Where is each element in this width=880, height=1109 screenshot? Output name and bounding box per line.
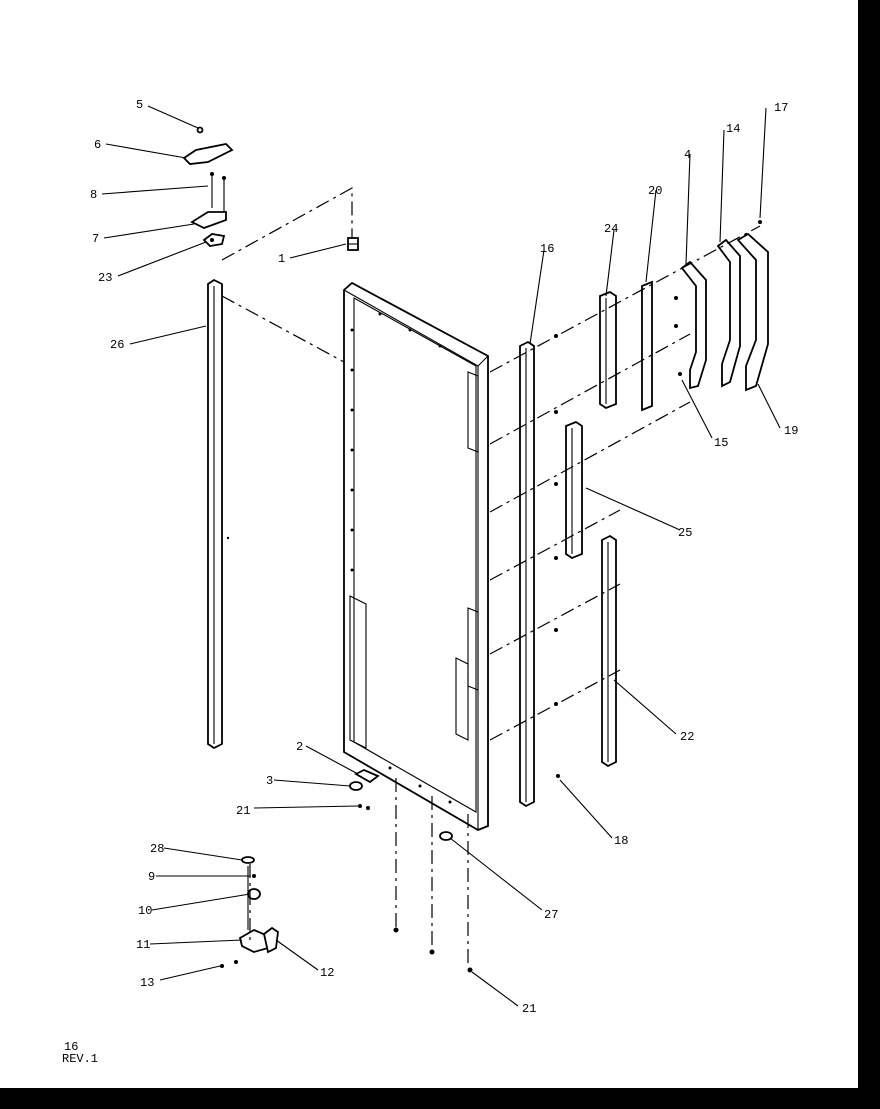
scan-border-bottom [0, 1088, 880, 1109]
callout-20: 20 [648, 184, 662, 198]
callout-18: 18 [614, 834, 628, 848]
callout-2: 2 [296, 740, 303, 754]
trim-part-20 [641, 280, 653, 412]
scan-border-right [858, 0, 880, 1109]
callout-5: 5 [136, 98, 143, 112]
hinge-strip-16 [519, 340, 535, 808]
callout-25: 25 [678, 526, 692, 540]
trim-part-24 [599, 290, 617, 410]
alignment-lines [221, 225, 761, 968]
trim-part-25 [565, 420, 583, 560]
callout-12: 12 [320, 966, 334, 980]
handle-part-19 [736, 232, 769, 392]
callout-9: 9 [148, 870, 155, 884]
callout-8: 8 [90, 188, 97, 202]
callout-26: 26 [110, 338, 124, 352]
grommet-part-1 [347, 237, 359, 251]
callout-21b: 21 [522, 1002, 536, 1016]
callout-labels: 1 2 3 4 5 6 7 8 9 10 11 12 13 14 15 16 1… [90, 98, 798, 1016]
callout-3: 3 [266, 774, 273, 788]
callout-28: 28 [150, 842, 164, 856]
hinge-to-door-leader [221, 186, 353, 261]
door-screw-dots [350, 312, 452, 804]
callout-21a: 21 [236, 804, 250, 818]
leader-lines [101, 105, 781, 1007]
trim-part-22 [601, 534, 617, 768]
callout-1: 1 [278, 252, 285, 266]
callout-10: 10 [138, 904, 152, 918]
revision-label: REV.1 [62, 1052, 98, 1066]
bottom-door-hardware [349, 769, 453, 841]
callout-22: 22 [680, 730, 694, 744]
callout-6: 6 [94, 138, 101, 152]
callout-24: 24 [604, 222, 618, 236]
callout-16: 16 [540, 242, 554, 256]
top-hinge-assembly [182, 126, 234, 247]
callout-15: 15 [714, 436, 728, 450]
callout-4: 4 [684, 148, 691, 162]
door-panel [343, 281, 489, 831]
handle-part-14 [716, 238, 741, 388]
handle-part-4 [680, 260, 707, 390]
callout-19: 19 [784, 424, 798, 438]
callout-17: 17 [774, 101, 788, 115]
callout-13: 13 [140, 976, 154, 990]
callout-14: 14 [726, 122, 740, 136]
page-number: 16 [64, 1040, 78, 1054]
callout-11: 11 [136, 938, 150, 952]
gasket-strip-26 [207, 278, 223, 750]
callout-23: 23 [98, 271, 112, 285]
callout-27: 27 [544, 908, 558, 922]
callout-7: 7 [92, 232, 99, 246]
loose-screws [226, 220, 762, 973]
bottom-hinge-assembly [220, 856, 279, 968]
